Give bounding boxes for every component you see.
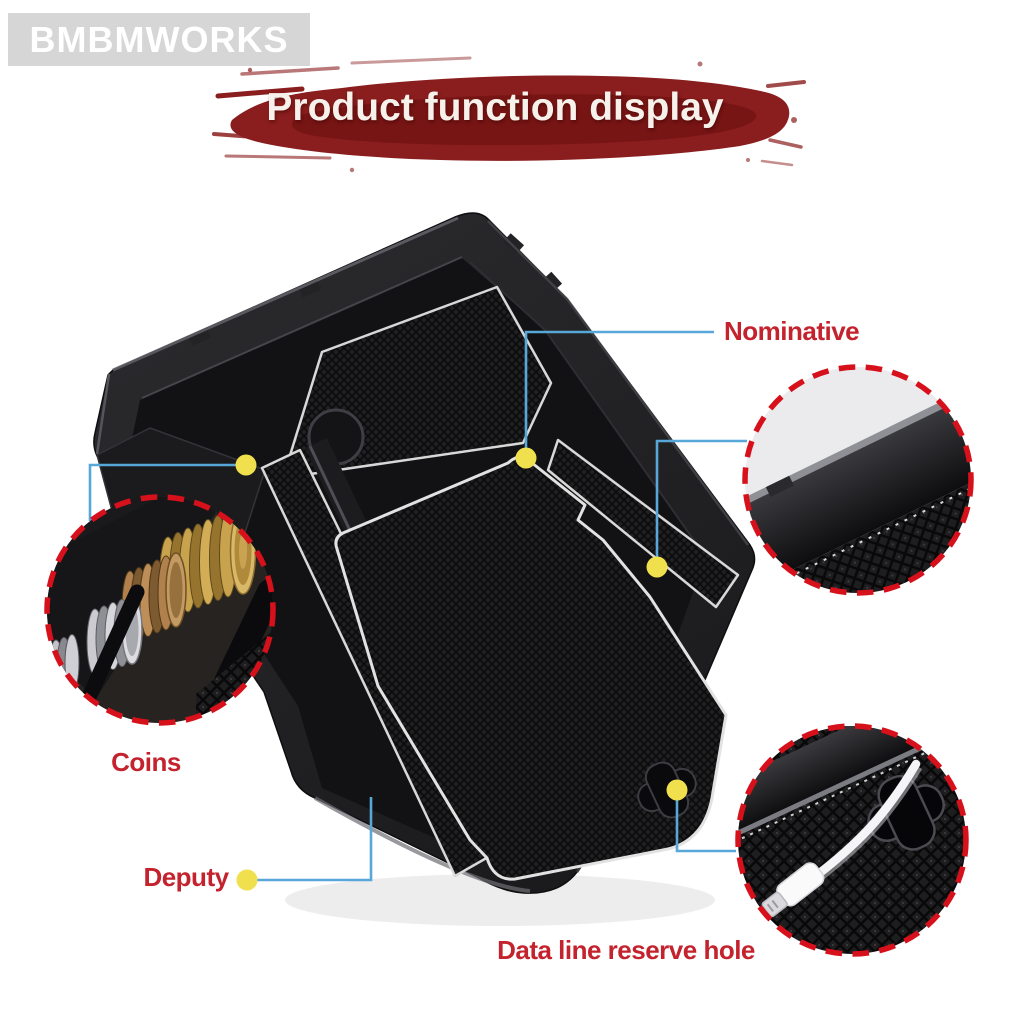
connector-deputy	[247, 797, 373, 882]
brand-logo-text: BMBMWORKS	[29, 18, 289, 60]
connector-data-line	[675, 790, 736, 853]
marker-nominative	[515, 447, 537, 469]
marker-coins	[235, 454, 257, 476]
brand-logo: BMBMWORKS	[8, 13, 310, 66]
connector-nominative	[524, 330, 714, 458]
marker-deputy	[236, 869, 258, 891]
coins-magnifier-circle	[44, 494, 276, 726]
callout-label-data-line: Data line reserve hole	[497, 935, 755, 965]
data-line-magnifier-circle	[735, 723, 969, 957]
marker-data-line	[666, 779, 688, 801]
callout-label-nominative: Nominative	[724, 316, 860, 346]
main-mat	[334, 455, 728, 881]
marker-corner	[646, 556, 668, 578]
right-channel-mat	[546, 438, 740, 609]
corner-magnifier-circle	[742, 364, 974, 596]
callout-markers	[235, 447, 688, 891]
organizer-tray-photo	[93, 212, 756, 894]
callout-label-deputy: Deputy	[143, 862, 229, 892]
connector-coins	[88, 463, 245, 521]
callout-label-coins: Coins	[111, 747, 181, 777]
tray-shadow	[285, 874, 715, 926]
callout-connectors	[88, 330, 747, 882]
banner-title: Product function display	[266, 86, 724, 129]
connector-corner-inset	[655, 439, 747, 567]
usb-cable	[761, 759, 923, 918]
brush-stroke-banner	[212, 56, 806, 173]
